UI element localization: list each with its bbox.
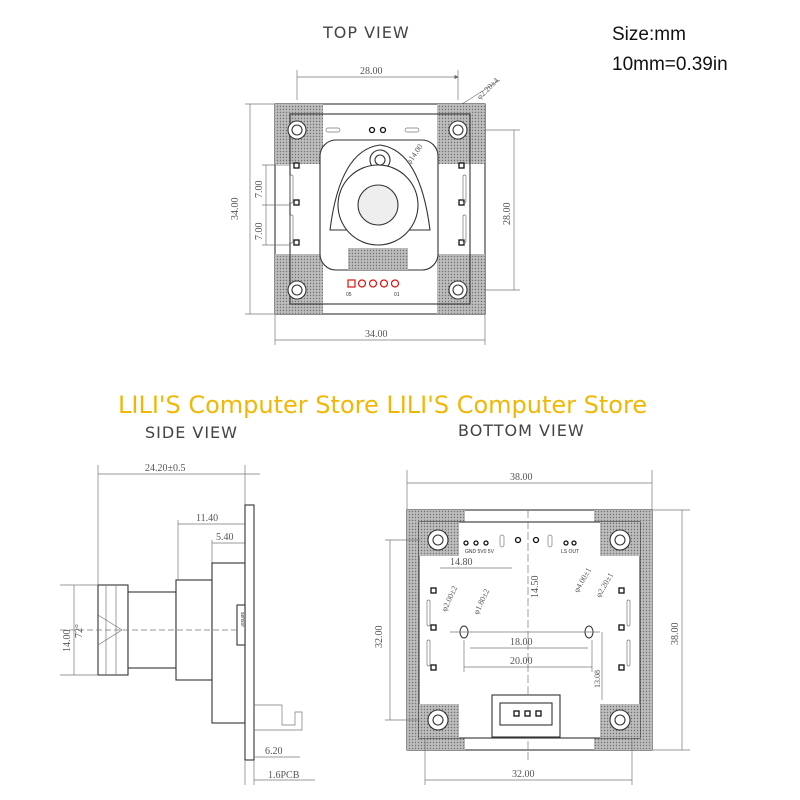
side-lens-dia-dim: 14.00 bbox=[62, 630, 73, 653]
side-connector-dim: 6.20 bbox=[265, 746, 283, 757]
top-width-dim: 28.00 bbox=[360, 66, 383, 77]
pin-label-01: 01 bbox=[394, 292, 400, 298]
top-connector-pads: 05 01 bbox=[346, 279, 400, 298]
bottom-top-width-dim: 38.00 bbox=[510, 472, 533, 483]
side-pcb-dim: 1.6PCB bbox=[268, 770, 300, 781]
side-base-dim: 5.40 bbox=[216, 532, 234, 543]
top-view: TOP VIEW 28.00 φ2.20±4 φ14.00 bbox=[230, 23, 520, 345]
store-watermark: LILI'S Computer Store LILI'S Computer St… bbox=[118, 391, 647, 419]
side-angle-dim: 72° bbox=[74, 624, 85, 638]
top-pitch-upper-dim: 7.00 bbox=[254, 181, 265, 199]
fov-angle-mark bbox=[97, 614, 123, 646]
mount-hole-dim: φ2.20±4 bbox=[475, 76, 500, 101]
side-total-dim: 24.20±0.5 bbox=[145, 463, 186, 474]
bottom-view: BOTTOM VIEW 38.00 bbox=[374, 421, 690, 785]
top-view-title: TOP VIEW bbox=[322, 23, 410, 42]
side-view-title: SIDE VIEW bbox=[145, 423, 238, 442]
pad-label-power: GND 5V0 5V bbox=[465, 549, 495, 555]
bottom-inner-h1-dim: 14.50 bbox=[530, 576, 541, 599]
top-side-pins bbox=[289, 126, 467, 246]
bottom-left-height-dim: 32.00 bbox=[374, 626, 385, 649]
bottom-span-inner-dim: 18.00 bbox=[510, 637, 533, 648]
side-pcb bbox=[244, 504, 255, 761]
side-holder-dim: 11.40 bbox=[196, 513, 218, 524]
top-pitch-lower-dim: 7.00 bbox=[254, 223, 265, 241]
bottom-right-height-dim: 38.00 bbox=[670, 623, 681, 646]
top-right-height-dim: 28.00 bbox=[502, 203, 513, 226]
bottom-inner-w1-dim: 14.80 bbox=[450, 557, 473, 568]
bottom-view-title: BOTTOM VIEW bbox=[458, 421, 585, 440]
size-unit-note: Size:mm bbox=[612, 24, 686, 45]
bottom-span-outer-dim: 20.00 bbox=[510, 656, 533, 667]
side-view: SIDE VIEW 24.20±0.5 11.40 5.40 sensor 72… bbox=[60, 423, 315, 785]
bottom-side-pins bbox=[426, 534, 631, 671]
pad-label-output: LS OUT bbox=[561, 549, 579, 555]
conversion-note: 10mm=0.39in bbox=[612, 54, 728, 75]
pin-label-05: 05 bbox=[346, 292, 352, 298]
bottom-bottom-width-dim: 32.00 bbox=[512, 769, 535, 780]
sensor-label: sensor bbox=[239, 612, 245, 627]
top-left-height-dim: 34.00 bbox=[230, 198, 241, 221]
bottom-vertical-small-dim: 13.08 bbox=[593, 670, 602, 688]
top-bottom-width-dim: 34.00 bbox=[365, 329, 388, 340]
